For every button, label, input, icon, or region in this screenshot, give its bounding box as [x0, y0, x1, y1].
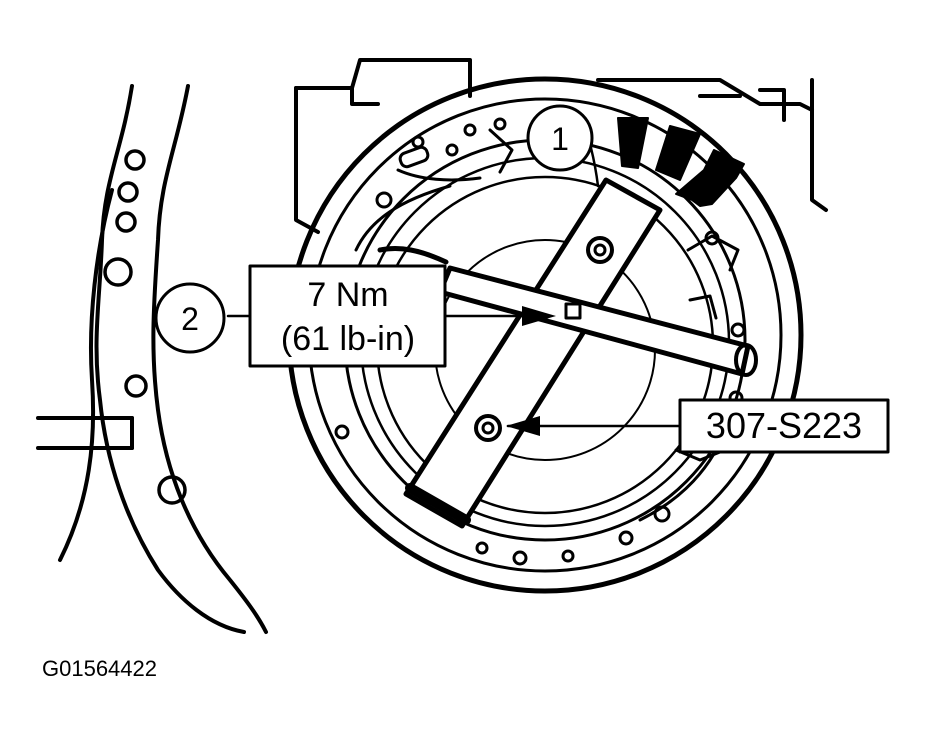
callout-2-label: 2	[181, 301, 199, 337]
rotation-direction-arrows	[617, 117, 745, 207]
torque-value-imperial: (61 lb-in)	[281, 320, 415, 358]
callout-1-circle	[526, 104, 594, 172]
callout-1-label: 1	[551, 121, 569, 157]
tool-number-label: 307-S223	[706, 405, 862, 446]
leader-arrowheads	[506, 306, 556, 436]
upper-housing	[294, 58, 828, 234]
alignment-tool-bar	[403, 177, 663, 529]
case-bolt-holes	[103, 149, 187, 505]
case-flange	[36, 84, 268, 634]
callout-2-circle	[154, 282, 226, 354]
torque-spec-box	[248, 264, 447, 368]
tool-number-box	[678, 398, 890, 454]
torque-value-metric: 7 Nm	[307, 276, 388, 314]
figure-id: G01564422	[42, 656, 157, 681]
